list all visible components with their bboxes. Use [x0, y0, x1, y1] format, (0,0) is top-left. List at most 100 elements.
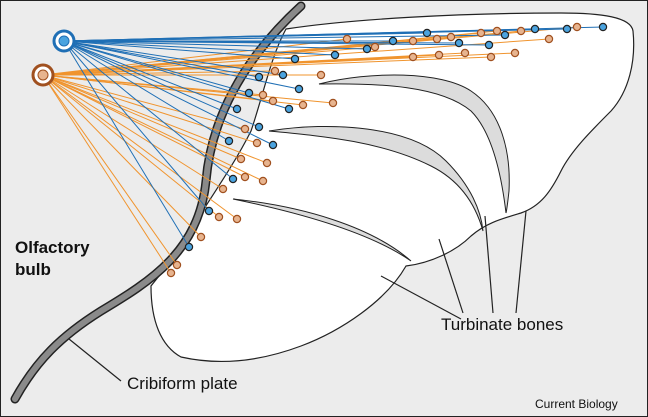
orange-receptor-neuron — [492, 26, 502, 36]
blue-axon — [63, 40, 296, 60]
orange-axon — [42, 74, 334, 104]
orange-receptor-neuron — [516, 26, 526, 36]
blue-receptor-neuron — [562, 24, 572, 34]
orange-receptor-neuron — [232, 214, 242, 224]
orange-receptor-neuron — [328, 98, 338, 108]
blue-receptor-neuron — [228, 174, 238, 184]
orange-receptor-neuron — [166, 268, 176, 278]
orange-axon — [42, 74, 202, 238]
blue-axon — [63, 40, 260, 78]
orange-receptor-neuron — [268, 96, 278, 106]
blue-receptor-neuron — [284, 104, 294, 114]
blue-receptor-neuron — [530, 24, 540, 34]
blue-axon — [63, 34, 506, 42]
orange-receptor-neuron — [172, 260, 182, 270]
orange-receptor-neuron — [196, 232, 206, 242]
blue-receptor-neuron — [254, 72, 264, 82]
olfactory-bulb-label-line1: Olfactory — [15, 238, 90, 257]
orange-axon — [42, 74, 172, 274]
orange-axon — [42, 74, 246, 130]
orange-axon — [42, 74, 178, 266]
orange-axon — [42, 38, 348, 76]
blue-axon — [63, 40, 230, 142]
blue-axon — [63, 40, 234, 180]
orange-axon — [42, 74, 224, 190]
turbinate-scroll-upper — [318, 74, 510, 214]
orange-axon — [42, 74, 238, 220]
turbinate-scroll-lower — [232, 198, 412, 262]
olfactory-bulb-label: Olfactory bulb — [15, 237, 90, 281]
orange-receptor-neuron — [446, 32, 456, 42]
orange-receptor-neuron — [476, 28, 486, 38]
blue-axon — [63, 40, 260, 128]
blue-axon — [63, 40, 250, 94]
orange-receptor-neuron — [298, 100, 308, 110]
orange-receptor-neuron — [258, 176, 268, 186]
orange-axon — [42, 46, 376, 76]
turbinate-scroll-middle — [268, 125, 484, 232]
orange-receptor-neuron — [240, 124, 250, 134]
blue-receptor-neuron — [204, 206, 214, 216]
orange-receptor-neuron — [572, 22, 582, 32]
blue-receptor-neuron — [362, 44, 372, 54]
blue-glomerulus — [52, 29, 76, 53]
blue-receptor-neuron — [290, 54, 300, 64]
blue-receptor-neuron — [184, 242, 194, 252]
blue-receptor-neuron — [388, 36, 398, 46]
journal-credit: Current Biology — [535, 397, 618, 411]
orange-receptor-neuron — [258, 90, 268, 100]
orange-receptor-neuron — [408, 52, 418, 62]
olfactory-bulb-label-line2: bulb — [15, 260, 51, 279]
blue-axon — [63, 40, 290, 110]
turbinate-leader-lines — [380, 210, 527, 320]
cribiform-plate-fill — [12, 3, 304, 402]
orange-receptor-neuron — [432, 34, 442, 44]
orange-axon — [42, 74, 242, 160]
receptor-neurons — [166, 22, 608, 278]
orange-receptor-neuron — [262, 158, 272, 168]
blue-receptor-neuron — [278, 70, 288, 80]
blue-receptor-neuron — [484, 40, 494, 50]
blue-axon — [63, 40, 284, 76]
blue-receptor-neuron — [224, 136, 234, 146]
blue-receptor-neuron — [244, 88, 254, 98]
orange-receptor-neuron — [342, 34, 352, 44]
blue-receptor-neuron — [232, 104, 242, 114]
blue-receptor-neuron — [422, 28, 432, 38]
orange-receptor-neuron — [544, 34, 554, 44]
orange-receptor-neuron — [434, 50, 444, 60]
blue-axon — [63, 40, 238, 110]
blue-axon — [63, 40, 336, 56]
blue-receptor-neuron — [500, 30, 510, 40]
orange-axon — [42, 74, 264, 182]
blue-axon — [63, 40, 210, 212]
blue-axon — [63, 40, 274, 146]
blue-receptor-neuron — [268, 140, 278, 150]
orange-receptor-neuron — [236, 154, 246, 164]
blue-receptor-neuron — [330, 50, 340, 60]
orange-receptor-neuron — [252, 138, 262, 148]
orange-axon — [42, 74, 220, 218]
blue-axon — [63, 40, 368, 50]
orange-receptor-neuron — [408, 36, 418, 46]
blue-receptor-neuron — [454, 38, 464, 48]
orange-glomerulus — [31, 63, 55, 87]
orange-axon — [42, 74, 246, 178]
orange-receptor-neuron — [510, 48, 520, 58]
blue-receptor-neuron — [598, 22, 608, 32]
blue-axon — [63, 40, 190, 248]
orange-receptor-neuron — [240, 172, 250, 182]
orange-receptor-neuron — [460, 48, 470, 58]
orange-axon — [42, 74, 258, 144]
turbinate-bones-label: Turbinate bones — [441, 315, 564, 334]
blue-axon — [63, 32, 428, 42]
blue-receptor-neuron — [254, 122, 264, 132]
orange-axon — [42, 74, 268, 164]
axon-lines — [42, 26, 604, 274]
cribiform-leader-line — [68, 338, 122, 382]
orange-receptor-neuron — [270, 66, 280, 76]
orange-receptor-neuron — [486, 52, 496, 62]
blue-receptor-neuron — [294, 84, 304, 94]
